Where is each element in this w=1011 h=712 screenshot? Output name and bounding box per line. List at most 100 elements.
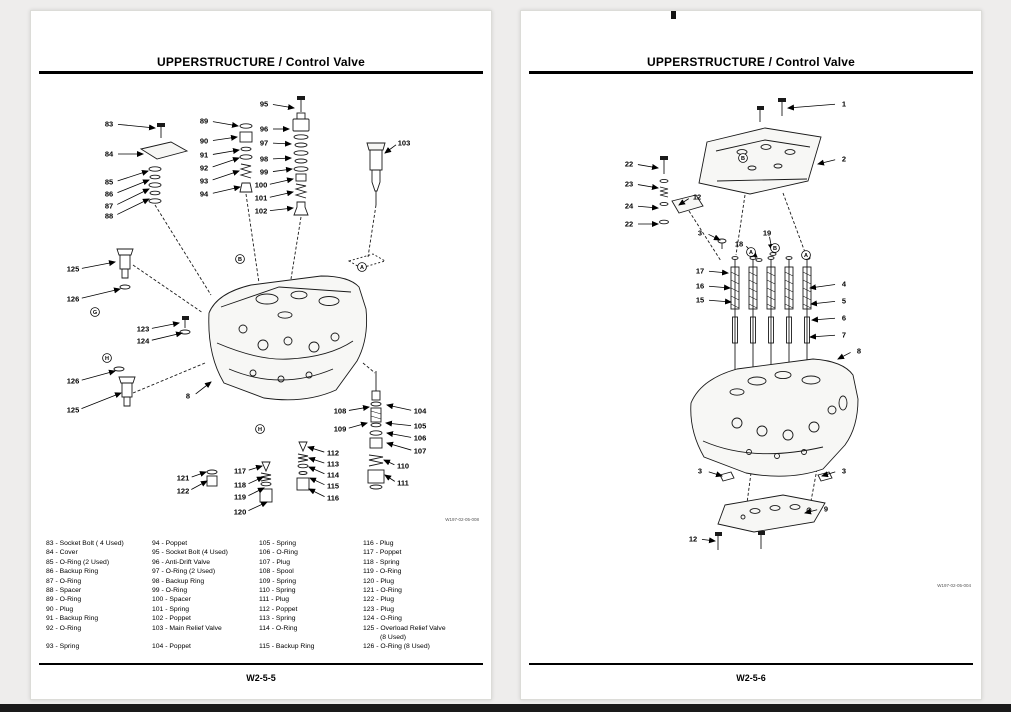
part-callout-116: 116 — [308, 488, 339, 503]
svg-text:18: 18 — [735, 240, 743, 249]
svg-text:G: G — [93, 310, 97, 316]
svg-text:H: H — [105, 356, 109, 362]
side-plug-parts — [179, 316, 191, 335]
part-callout-86: 86 — [105, 179, 150, 199]
svg-text:109: 109 — [334, 425, 347, 434]
bottom-taskbar — [0, 704, 1011, 712]
part-callout-16: 16 — [696, 282, 731, 291]
svg-text:B: B — [773, 246, 777, 252]
svg-text:19: 19 — [763, 229, 771, 238]
svg-text:17: 17 — [696, 267, 704, 276]
svg-text:A: A — [804, 253, 808, 259]
part-callout-119: 119 — [234, 487, 265, 502]
svg-text:105: 105 — [414, 422, 427, 431]
svg-text:117: 117 — [234, 467, 246, 476]
svg-text:103: 103 — [398, 139, 411, 148]
svg-text:90: 90 — [200, 137, 208, 146]
part-callout-107: 107 — [386, 441, 427, 456]
svg-text:106: 106 — [414, 434, 427, 443]
part-callout-122: 122 — [177, 480, 208, 496]
part-callout-103: 103 — [384, 139, 411, 154]
manual-page-right: UPPERSTRUCTURE / Control Valve — [520, 10, 982, 700]
part-callout-9: 9 — [804, 505, 828, 515]
part-callout-3: 3 — [698, 229, 721, 241]
svg-text:H: H — [258, 427, 262, 433]
small-seat-part — [717, 238, 777, 262]
part-callout-92: 92 — [200, 157, 240, 173]
svg-text:102: 102 — [255, 207, 268, 216]
part-callout-3: 3 — [698, 467, 723, 478]
cover-bolts — [757, 98, 786, 122]
svg-text:94: 94 — [200, 190, 209, 199]
svg-text:7: 7 — [842, 331, 846, 340]
svg-text:114: 114 — [327, 471, 340, 480]
part-callout-111: 111 — [384, 474, 409, 488]
svg-text:5: 5 — [842, 297, 846, 306]
parts-list-column: 116 - Plug 117 - Poppet 118 - Spring 119… — [363, 540, 446, 651]
svg-text:89: 89 — [200, 117, 208, 126]
svg-text:98: 98 — [260, 155, 268, 164]
svg-text:85: 85 — [105, 178, 113, 187]
spool-assembly — [367, 371, 385, 490]
balloon-marker-B: B — [738, 153, 748, 163]
control-valve-body — [690, 358, 859, 477]
oring-plug-pair — [206, 469, 218, 487]
title-rule — [39, 71, 483, 74]
balloon-marker-A: A — [357, 262, 367, 272]
svg-text:B: B — [238, 257, 242, 263]
control-valve-body — [208, 275, 368, 401]
svg-text:A: A — [749, 250, 753, 256]
footer-rule — [39, 663, 483, 665]
svg-text:119: 119 — [234, 493, 246, 502]
footer-rule — [529, 663, 973, 665]
svg-text:115: 115 — [327, 482, 339, 491]
part-callout-113: 113 — [308, 457, 339, 469]
part-callout-17: 17 — [696, 267, 729, 276]
svg-text:107: 107 — [414, 447, 427, 456]
bottom-bolts — [715, 531, 765, 550]
part-callout-87: 87 — [105, 188, 150, 211]
svg-text:116: 116 — [327, 494, 339, 503]
svg-text:108: 108 — [334, 407, 347, 416]
part-callout-95: 95 — [260, 100, 295, 110]
part-callout-101: 101 — [255, 190, 294, 203]
svg-text:16: 16 — [696, 282, 704, 291]
part-callout-94: 94 — [200, 185, 241, 199]
parts-list-column: 105 - Spring 106 - O-Ring 107 - Plug 108… — [259, 540, 315, 651]
svg-text:12: 12 — [689, 535, 697, 544]
part-callout-99: 99 — [260, 166, 293, 177]
cover-parts-stack — [139, 123, 189, 204]
main-relief-valve — [366, 142, 386, 205]
manual-page-left: UPPERSTRUCTURE / Control Valve — [30, 10, 492, 700]
part-callout-121: 121 — [177, 471, 207, 483]
svg-text:111: 111 — [397, 479, 409, 488]
svg-text:B: B — [741, 156, 745, 162]
poppet-spring-stack-center — [296, 441, 310, 491]
svg-text:93: 93 — [200, 177, 208, 186]
part-callout-118: 118 — [234, 476, 264, 490]
svg-text:6: 6 — [842, 314, 846, 323]
svg-text:22: 22 — [625, 220, 633, 229]
svg-text:4: 4 — [842, 280, 847, 289]
svg-text:12: 12 — [693, 193, 701, 202]
svg-text:96: 96 — [260, 125, 268, 134]
part-callout-3: 3 — [821, 467, 846, 478]
svg-text:3: 3 — [698, 229, 702, 238]
svg-text:A: A — [360, 265, 364, 271]
svg-text:1: 1 — [842, 100, 846, 109]
page-number: W2-5-6 — [736, 673, 766, 683]
page-title: UPPERSTRUCTURE / Control Valve — [156, 55, 366, 69]
part-callout-110: 110 — [383, 459, 409, 471]
part-callout-120: 120 — [234, 501, 268, 517]
anti-drift-valve-stack — [292, 96, 310, 216]
svg-text:88: 88 — [105, 212, 113, 221]
svg-text:8: 8 — [857, 347, 861, 356]
svg-text:113: 113 — [327, 460, 339, 469]
svg-text:3: 3 — [698, 467, 702, 476]
part-callout-12: 12 — [689, 535, 716, 544]
spool-bank — [730, 256, 812, 377]
part-callout-114: 114 — [308, 466, 340, 480]
svg-text:97: 97 — [260, 139, 268, 148]
